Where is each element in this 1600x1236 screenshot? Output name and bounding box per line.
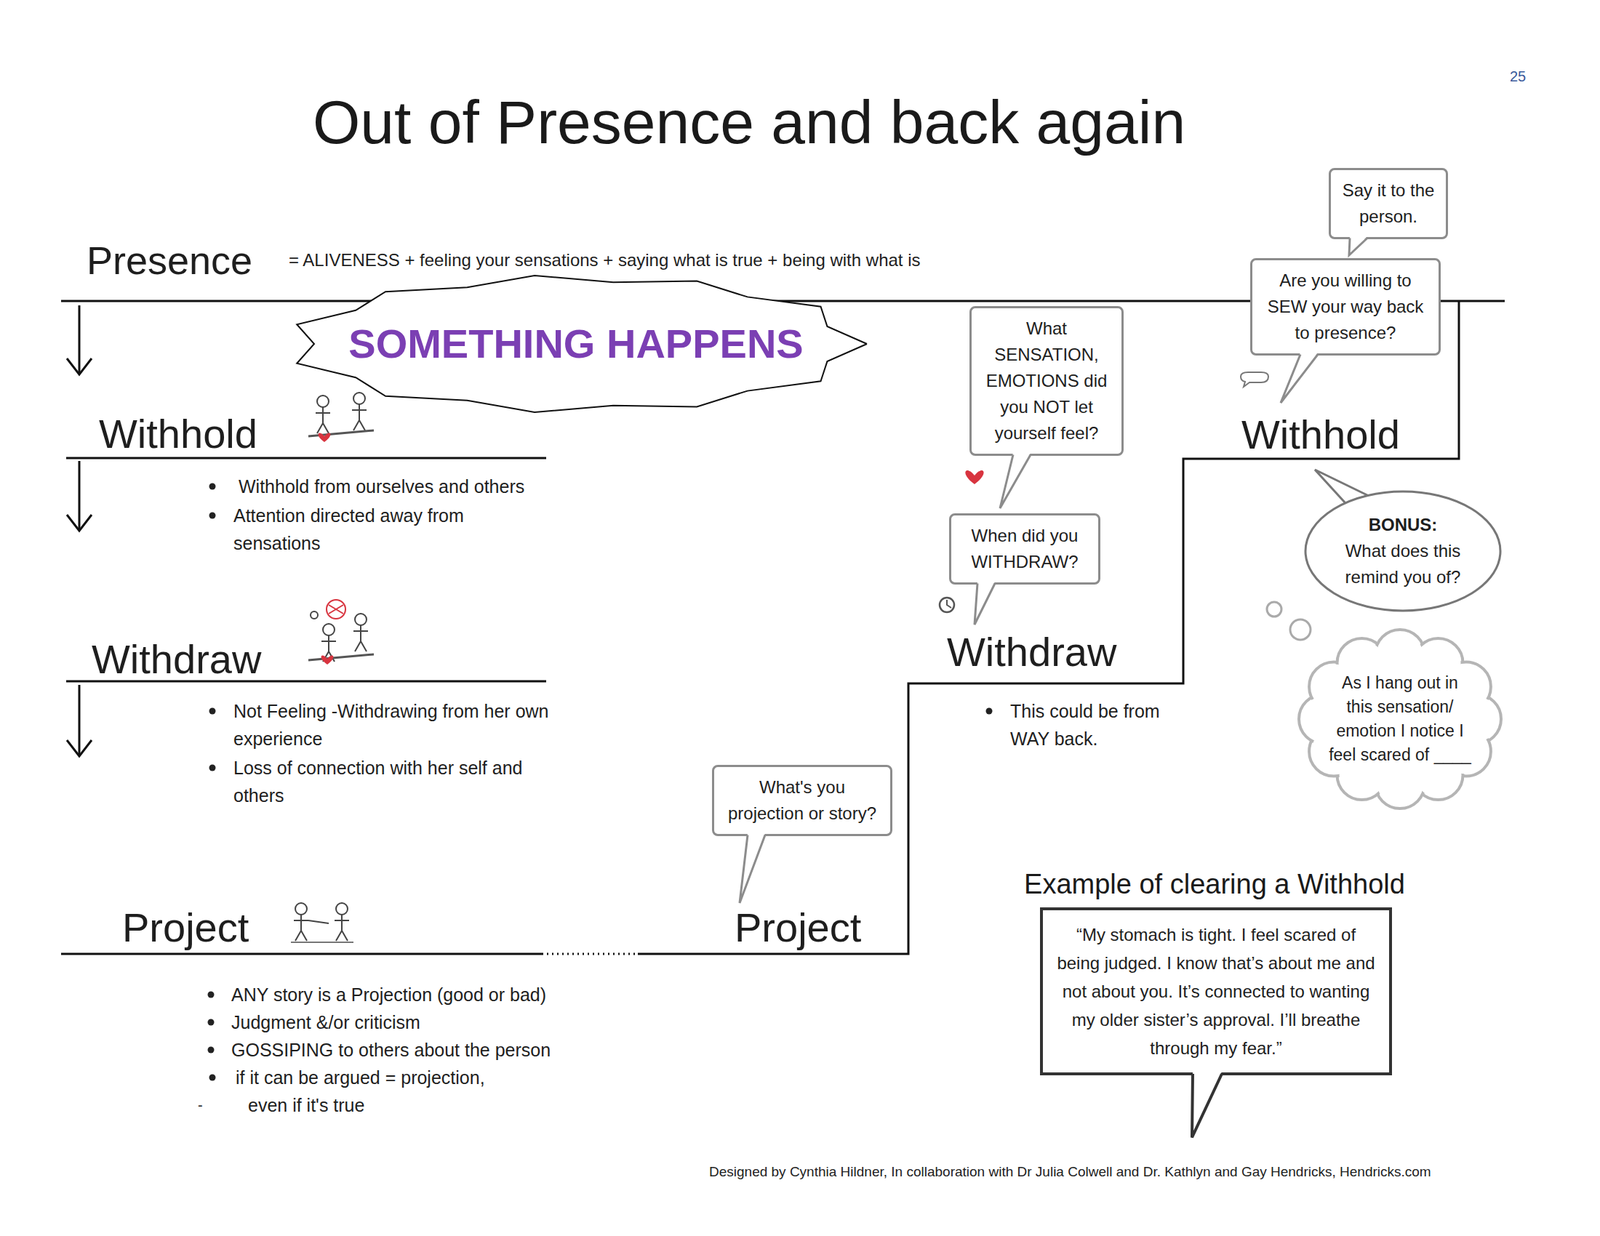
step-heading: Withhold	[98, 409, 258, 459]
bullet-text: Not Feeling -Withdrawing from her own ex…	[233, 697, 554, 753]
bullet-dot	[208, 1019, 215, 1027]
bubble-tail	[949, 513, 950, 515]
stair-line	[61, 953, 542, 956]
example-box: Example of clearing a Withhold “My stomac…	[1018, 868, 1411, 1076]
title: Out of Presence and back again	[312, 85, 1186, 160]
bullet-dot	[209, 765, 216, 772]
bullet-dot	[208, 992, 215, 999]
dash-mark: -	[197, 1091, 203, 1120]
bubble-tail	[1328, 168, 1330, 169]
speech-bubble: What SENSATION, EMOTIONS did you NOT let…	[969, 306, 1124, 456]
node-text: “My stomach is tight. I feel scared of b…	[1054, 920, 1378, 1063]
project-figures	[290, 903, 354, 943]
bullet-dot	[209, 483, 216, 491]
speech-bubble: When did you WITHDRAW?	[949, 513, 1101, 585]
bullet-text: if it can be argued = projection,	[235, 1064, 486, 1092]
speech-bubble: Are you willing to SEW your way back to …	[1250, 258, 1441, 356]
bullet-text: GOSSIPING to others about the person	[231, 1036, 551, 1064]
dotted-line	[541, 953, 638, 956]
example-quote-box: “My stomach is tight. I feel scared of b…	[1040, 907, 1392, 1076]
thought-cloud	[1301, 632, 1499, 806]
bullet-text: Attention directed away from sensations	[233, 501, 525, 558]
bullet-text: Loss of connection with her self and oth…	[233, 754, 561, 810]
bullet-dot	[986, 708, 993, 715]
bubble-tail	[712, 765, 713, 766]
burst-shape: SOMETHING HAPPENS	[285, 274, 867, 414]
presence-heading: Presence	[86, 237, 253, 285]
page-number: 25	[1509, 62, 1526, 91]
presence-definition: = ALIVENESS + feeling your sensations + …	[288, 248, 921, 272]
bullet-text: ANY story is a Projection (good or bad)	[231, 981, 547, 1009]
withdraw-figures	[308, 600, 374, 665]
stair-line	[637, 301, 1459, 955]
step-heading: Withdraw	[91, 634, 262, 684]
bullet-text: Withhold from ourselves and others	[238, 472, 588, 501]
bubble-tail	[1250, 258, 1251, 259]
down-arrow	[66, 305, 92, 375]
node-text: Example of clearing a Withhold	[1018, 868, 1411, 902]
node-text: When did you WITHDRAW?	[958, 522, 1091, 576]
node-text: What's you projection or story?	[721, 774, 883, 827]
bullet-dot	[209, 512, 216, 520]
bubble-tail	[969, 306, 971, 307]
speech-bubble: What's you projection or story?	[712, 765, 893, 837]
bullet-dot	[208, 1047, 215, 1054]
bullet-dot	[209, 1074, 216, 1082]
speech-bubble: As I hang out in this sensation/ emotion…	[1301, 632, 1499, 806]
step-heading: Project	[122, 903, 249, 952]
bullet-text: This could be from WAY back.	[1010, 697, 1192, 753]
node-text: As I hang out in this sensation/ emotion…	[1328, 671, 1472, 768]
node-text: Say it to the person.	[1338, 177, 1439, 230]
down-arrow	[66, 685, 92, 757]
down-arrow	[66, 461, 92, 531]
bullet-text: even if it's true	[248, 1091, 365, 1120]
step-heading: Withhold	[1241, 410, 1400, 459]
speech-bubble: Say it to the person.	[1328, 168, 1448, 240]
node-text: SOMETHING HAPPENS	[348, 321, 803, 367]
caption: Designed by Cynthia Hildner, In collabor…	[709, 1163, 1432, 1182]
speech-bubble: BONUS:What does this remind you of?	[1304, 490, 1502, 613]
stair-line	[66, 457, 547, 460]
bullet-text: Judgment &/or criticism	[231, 1008, 421, 1037]
node-text: Are you willing to SEW your way back to …	[1259, 267, 1432, 347]
bullet-dot	[209, 708, 216, 715]
bubble-tail	[1040, 907, 1041, 909]
step-heading: Project	[734, 903, 862, 952]
step-heading: Withdraw	[946, 627, 1117, 677]
node-text: What SENSATION, EMOTIONS did you NOT let…	[978, 315, 1115, 447]
node-text: What does this remind you of?	[1333, 538, 1472, 591]
node-text: BONUS:	[1333, 512, 1472, 539]
withhold-figures	[308, 392, 374, 443]
